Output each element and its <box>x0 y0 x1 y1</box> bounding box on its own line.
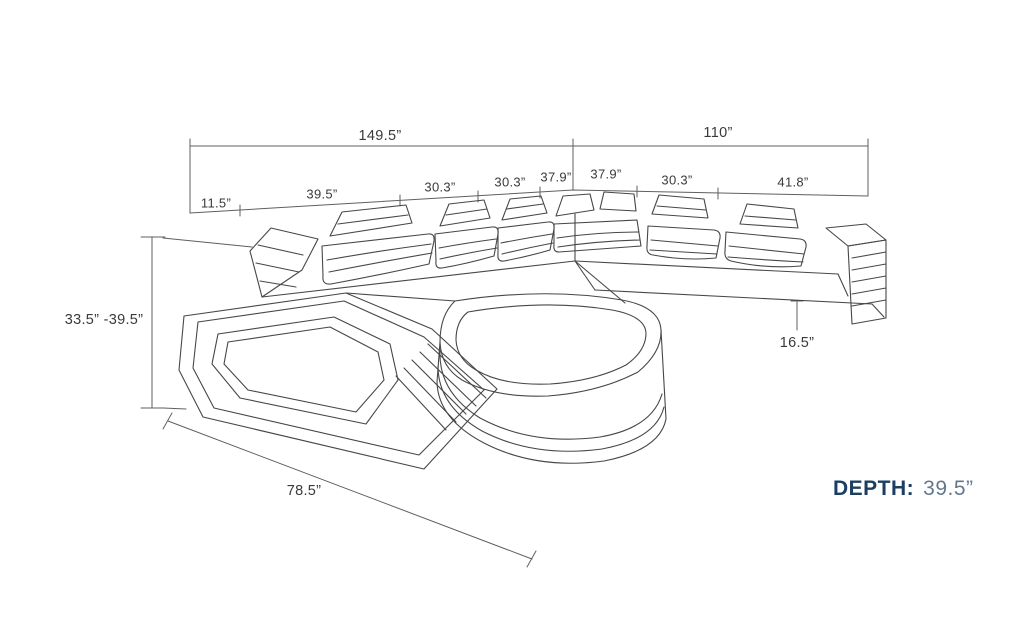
dim-height-range-label: 33.5” -39.5” <box>64 312 144 328</box>
dim-segment-label-1: 11.5” <box>200 195 232 211</box>
back-cushion-2 <box>434 199 499 269</box>
dim-segment-label-7: 30.3” <box>661 172 693 188</box>
dim-segment-label-4: 30.3” <box>494 174 526 190</box>
depth-caption: DEPTH: 39.5” <box>833 477 974 501</box>
left-arm <box>249 227 319 298</box>
dimension-lines <box>140 138 869 568</box>
depth-caption-value: 39.5” <box>923 477 974 500</box>
dim-segment-label-5: 37.9” <box>540 169 572 185</box>
ottoman-frame <box>178 292 498 470</box>
dim-segment-label-2: 39.5” <box>306 186 338 202</box>
dim-segment-label-3: 30.3” <box>424 179 456 195</box>
seat-deck <box>261 213 885 318</box>
back-cushion-1 <box>321 204 435 285</box>
dim-total-right-label: 110” <box>703 125 733 141</box>
dim-total-left-label: 149.5” <box>358 128 402 144</box>
dim-segment-label-6: 37.9” <box>590 166 622 182</box>
right-arm <box>825 223 887 325</box>
dim-chaise-length-label: 78.5” <box>286 483 322 499</box>
dim-segment-label-8: 41.8” <box>777 174 809 190</box>
sofa-outline <box>178 191 887 470</box>
back-cushion-3 <box>497 195 555 262</box>
back-cushion-4 <box>646 194 721 260</box>
corner-section <box>553 191 642 253</box>
depth-caption-label: DEPTH: <box>833 477 915 500</box>
dim-arm-height-label: 16.5” <box>779 335 815 351</box>
chaise-lounge <box>436 293 667 464</box>
back-cushion-5 <box>724 203 807 268</box>
